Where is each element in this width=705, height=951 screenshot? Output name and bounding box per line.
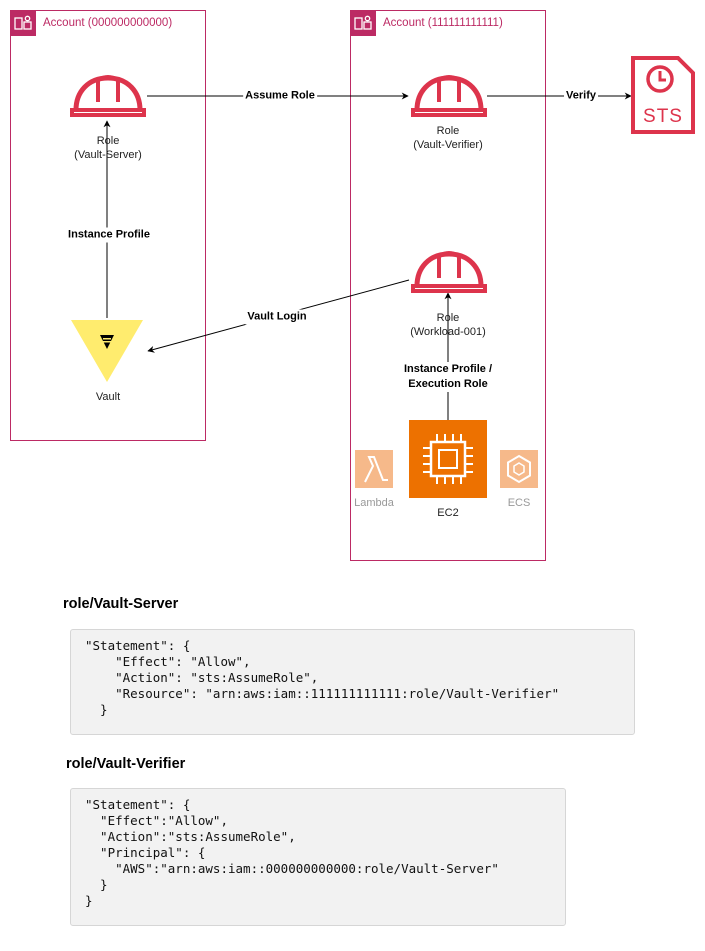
account-right-title: Account (111111111111): [383, 17, 503, 29]
account-group-icon: [11, 11, 36, 36]
edge-label-vault-login: Vault Login: [245, 309, 309, 325]
edge-label-line1: Instance Profile /: [403, 363, 493, 375]
vault-triangle-icon: [71, 320, 143, 382]
role-vault-verifier-label: Role (Vault-Verifier): [413, 124, 482, 152]
role-label-line2: (Vault-Server): [74, 149, 142, 161]
hardhat-icon: [411, 251, 487, 293]
role-label-line2: (Vault-Verifier): [413, 139, 483, 151]
policy-vault-verifier-code: "Statement": { "Effect":"Allow", "Action…: [70, 788, 566, 926]
edge-label-assume-role: Assume Role: [243, 88, 317, 104]
role-label-line2: (Workload-001): [410, 326, 486, 338]
sts-clock-document-icon: [631, 56, 695, 134]
vault-label: Vault: [95, 391, 121, 403]
ecs-hexagon-icon: [500, 450, 538, 488]
sts-label: STS: [643, 106, 683, 127]
role-label-line1: Role: [436, 125, 460, 137]
account-left-title: Account (000000000000): [43, 17, 173, 29]
edge-label-line2: Execution Role: [408, 378, 488, 390]
role-workload-label: Role (Workload-001): [410, 311, 486, 339]
ec2-label: EC2: [437, 507, 459, 519]
edge-label-verify: Verify: [564, 88, 598, 104]
policy-vault-server-title: role/Vault-Server: [63, 596, 179, 612]
edge-label-instance-profile: Instance Profile: [66, 227, 152, 243]
hardhat-icon: [411, 75, 487, 117]
policy-vault-server-code: "Statement": { "Effect": "Allow", "Actio…: [70, 629, 635, 735]
lambda-icon: [355, 450, 393, 488]
edge-label-instance-profile-exec: Instance Profile / Execution Role: [401, 362, 495, 392]
chip-icon: [409, 420, 487, 498]
account-right-container: Account (111111111111): [350, 10, 546, 561]
lambda-label: Lambda: [354, 497, 394, 509]
account-group-icon: [351, 11, 376, 36]
role-vault-server-label: Role (Vault-Server): [74, 134, 142, 162]
role-label-line1: Role: [96, 135, 120, 147]
account-left-container: Account (000000000000): [10, 10, 206, 441]
hardhat-icon: [70, 75, 146, 117]
policy-vault-verifier-title: role/Vault-Verifier: [66, 756, 186, 772]
role-label-line1: Role: [436, 312, 460, 324]
ecs-label: ECS: [507, 497, 531, 509]
